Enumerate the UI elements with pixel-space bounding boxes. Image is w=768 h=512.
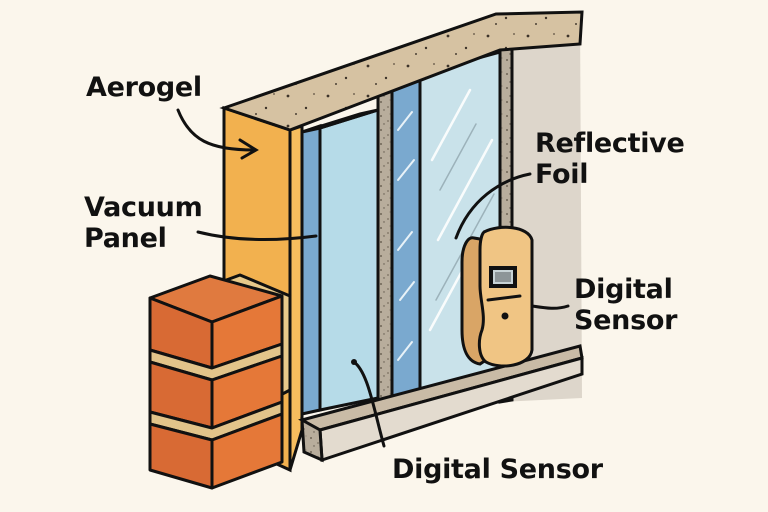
foil-leader (454, 172, 532, 240)
vacuum-panel-top (301, 108, 379, 134)
cement-gap (376, 84, 394, 410)
vacuum-panel-face (318, 107, 380, 412)
label-aerogel: Aerogel (86, 72, 202, 103)
vacuum-leader (196, 230, 318, 241)
label-digital-sensor-right: Digital Sensor (574, 274, 678, 336)
concrete-top (219, 10, 584, 132)
aerogel-leader (176, 108, 256, 152)
aerogel-arrowhead (238, 138, 259, 160)
brick-stack (148, 273, 292, 490)
sensor-bottom-leader (352, 360, 386, 448)
sensor-right-leader (530, 304, 570, 310)
sill-end (300, 417, 324, 463)
vacuum-panel-side (300, 123, 322, 416)
aerogel-front-strip (288, 123, 304, 471)
label-vacuum-panel: Vacuum Panel (84, 192, 203, 254)
label-digital-sensor-bottom: Digital Sensor (392, 454, 603, 485)
digital-sensor-device (460, 225, 534, 368)
leader-lines (176, 108, 570, 448)
label-reflective-foil: Reflective Foil (535, 128, 685, 190)
